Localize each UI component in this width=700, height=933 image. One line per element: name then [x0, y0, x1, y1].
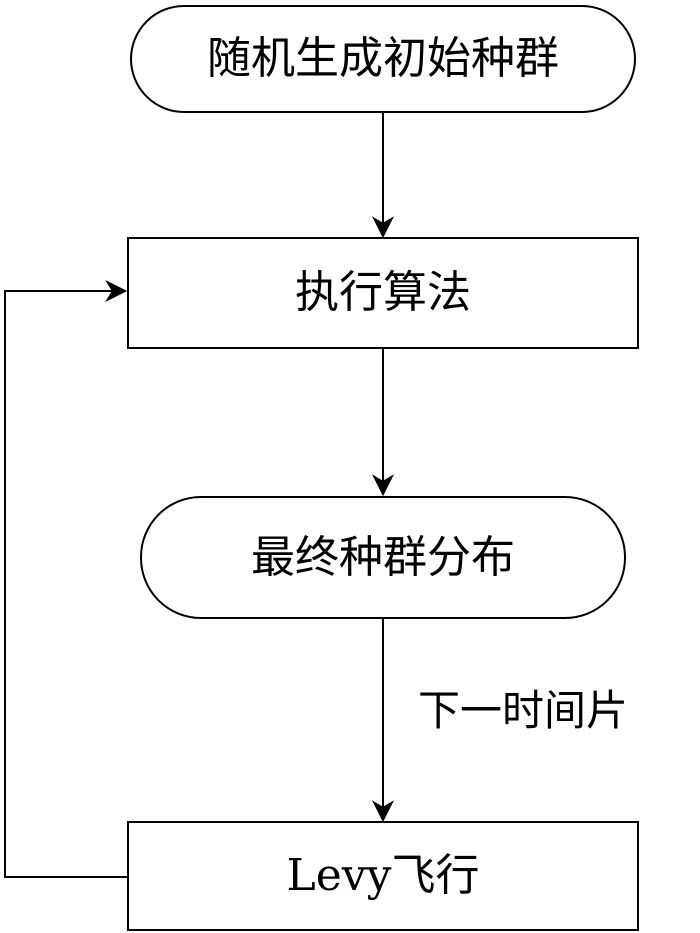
- node-start-label: 随机生成初始种群: [207, 33, 559, 84]
- edge-label-next-time-slice: 下一时间片: [418, 686, 629, 735]
- node-execute-label: 执行算法: [295, 267, 471, 318]
- node-start: 随机生成初始种群: [130, 5, 636, 113]
- node-levy: Levy飞行: [127, 821, 639, 931]
- node-execute: 执行算法: [127, 237, 639, 349]
- node-result: 最终种群分布: [140, 496, 626, 619]
- arrow-levy-feedback-to-execute: [4, 280, 128, 878]
- node-levy-label: Levy飞行: [286, 850, 480, 901]
- node-result-label: 最终种群分布: [251, 531, 515, 583]
